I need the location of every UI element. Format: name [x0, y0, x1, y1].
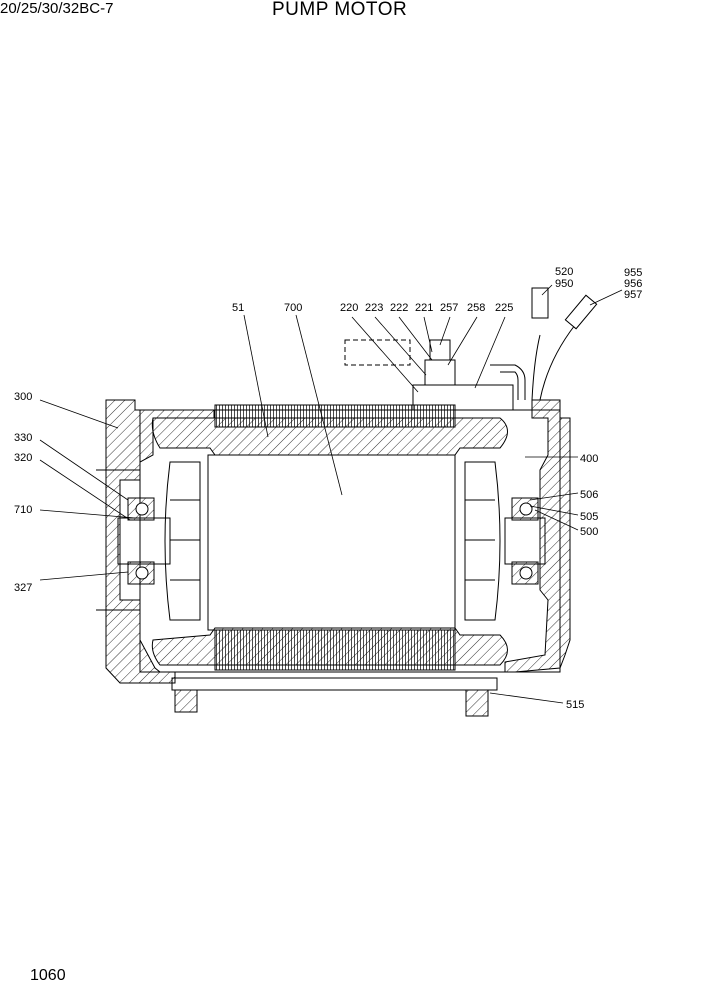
terminal-stud — [424, 359, 456, 386]
label-51: 51 — [232, 302, 244, 314]
label-330: 330 — [14, 432, 32, 444]
armature — [207, 454, 456, 631]
label-515: 515 — [566, 699, 584, 711]
label-257: 257 — [440, 302, 458, 314]
model-number: 20/25/30/32BC-7 — [0, 0, 114, 17]
connector-520 — [531, 287, 549, 319]
cable-2 — [539, 324, 576, 401]
label-300: 300 — [14, 391, 32, 403]
shaft-left — [117, 517, 171, 565]
label-700: 700 — [284, 302, 302, 314]
page-number: 1060 — [30, 967, 66, 984]
right-end-cover — [504, 399, 571, 673]
label-258: 258 — [467, 302, 485, 314]
label-320: 320 — [14, 452, 32, 464]
label-327: 327 — [14, 582, 32, 594]
label-957: 957 — [624, 289, 642, 301]
label-225: 225 — [495, 302, 513, 314]
base-plate — [171, 677, 498, 691]
label-222: 222 — [390, 302, 408, 314]
lamination-bottom — [214, 629, 456, 671]
label-220: 220 — [340, 302, 358, 314]
label-400: 400 — [580, 453, 598, 465]
leader-lines — [39, 284, 623, 704]
label-506: 506 — [580, 489, 598, 501]
right-windings — [464, 461, 501, 621]
label-710: 710 — [14, 504, 32, 516]
label-955: 955 — [624, 267, 642, 279]
shaft-right — [504, 517, 546, 565]
label-950: 950 — [555, 278, 573, 290]
lamination-top — [214, 404, 456, 428]
left-windings — [164, 461, 201, 621]
left-foot — [174, 689, 198, 713]
label-500: 500 — [580, 526, 598, 538]
part-labels: 51 700 220 223 222 221 257 258 225 520 9… — [14, 266, 642, 711]
terminal-box — [412, 384, 514, 411]
right-foot — [465, 689, 489, 717]
page-title: PUMP MOTOR — [272, 0, 408, 20]
label-520: 520 — [555, 266, 573, 278]
left-end-cover — [105, 399, 215, 684]
label-223: 223 — [365, 302, 383, 314]
label-221: 221 — [415, 302, 433, 314]
motor-body — [96, 287, 598, 717]
label-956: 956 — [624, 278, 642, 290]
connector-955 — [564, 294, 598, 330]
label-505: 505 — [580, 511, 598, 523]
cable-1 — [531, 334, 541, 401]
